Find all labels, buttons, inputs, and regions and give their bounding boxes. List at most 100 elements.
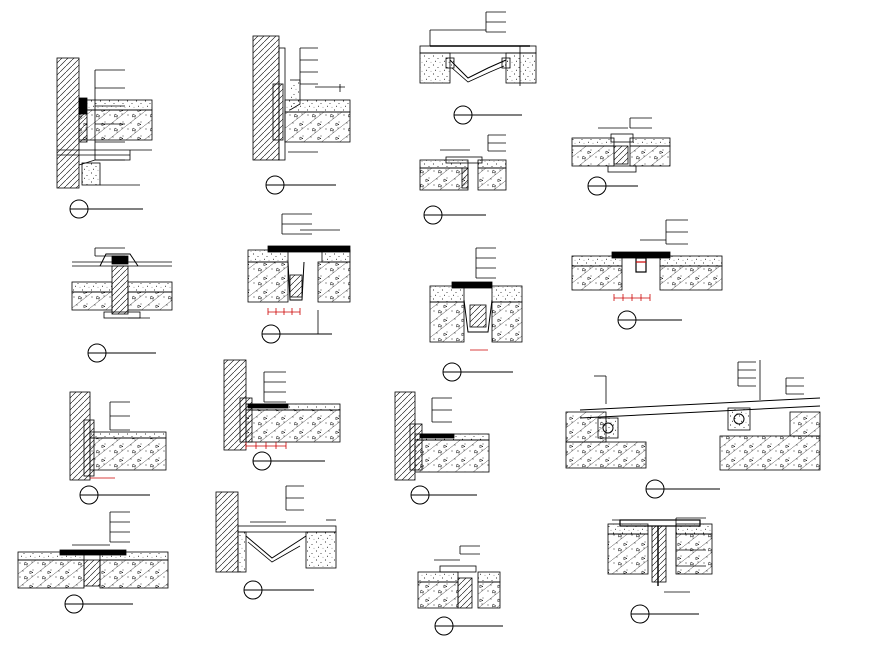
concrete-slab — [477, 581, 501, 609]
screed-layer — [127, 281, 173, 293]
seal-block — [111, 255, 129, 265]
joint-filler — [111, 265, 129, 315]
concrete-slab — [99, 559, 169, 589]
top-plate — [419, 45, 537, 54]
screed-layer — [571, 137, 615, 147]
wall-section — [215, 491, 239, 573]
screed-layer — [491, 285, 523, 303]
concrete-slab — [247, 261, 289, 303]
joint-filler — [289, 274, 303, 298]
joint-filler — [457, 577, 473, 609]
cover-plate — [59, 549, 127, 556]
anchor-block — [597, 417, 619, 439]
concrete-slab — [571, 145, 615, 167]
concrete-slab — [565, 441, 647, 469]
screed-layer — [237, 531, 247, 573]
sealant-profile — [289, 79, 301, 111]
joint-seal — [635, 257, 647, 273]
detail-4 — [419, 134, 507, 225]
cover-plate — [611, 251, 671, 259]
cover-plate — [439, 565, 477, 573]
detail-3 — [419, 11, 537, 125]
concrete-slab — [629, 145, 671, 167]
concrete-slab — [284, 111, 351, 143]
detail-15 — [215, 485, 337, 600]
v-gutter-inner — [451, 65, 505, 83]
concrete-slab — [71, 291, 113, 311]
top-plate — [237, 525, 337, 533]
v-gutter — [245, 535, 307, 559]
screed-layer — [71, 281, 113, 293]
concrete-slab — [317, 261, 351, 303]
base-plate — [103, 311, 141, 319]
concrete-slab — [17, 559, 85, 589]
concrete-slab — [477, 167, 507, 191]
anchor-bolt — [445, 57, 455, 69]
ramp-bottom — [579, 405, 821, 419]
joint-filler-black — [78, 97, 88, 115]
cover-strip — [247, 403, 289, 409]
concrete-slab — [491, 301, 523, 343]
concrete-slab — [419, 167, 469, 191]
v-gutter-inner — [247, 541, 301, 563]
detail-8 — [429, 247, 523, 382]
concrete-slab — [245, 409, 341, 443]
detail-13 — [565, 360, 821, 499]
anchor-block — [727, 407, 751, 431]
detail-17 — [607, 517, 713, 624]
detail-6 — [71, 247, 173, 363]
concrete-slab — [659, 265, 723, 291]
compressible-filler — [409, 423, 423, 471]
v-gutter — [449, 59, 507, 79]
concrete-slab — [719, 435, 821, 471]
joint-filler — [469, 304, 487, 328]
concrete-slab — [675, 533, 713, 575]
joint-filler — [613, 145, 629, 165]
roller — [733, 413, 745, 425]
joint-filler — [83, 559, 101, 587]
detail-7 — [247, 213, 351, 344]
joint-channel — [463, 299, 493, 333]
detail-16 — [417, 545, 503, 636]
concrete-slab — [414, 439, 490, 473]
wall-section — [56, 57, 80, 189]
upper-slab — [789, 411, 821, 437]
joint-channel — [287, 261, 305, 301]
concrete-slab — [89, 437, 167, 471]
concrete-slab — [417, 581, 459, 609]
concrete-slab — [607, 533, 649, 575]
backing-rod — [81, 162, 101, 186]
detail-11 — [223, 359, 341, 471]
detail-2 — [252, 35, 351, 195]
concrete-slab — [78, 109, 153, 141]
cover-strip — [419, 433, 455, 439]
screed-layer — [477, 571, 501, 583]
joint-filler — [461, 167, 469, 189]
compressible-filler — [83, 419, 95, 477]
compressible-filler — [239, 397, 253, 443]
screed-layer — [305, 531, 337, 569]
cover-plate — [610, 133, 634, 143]
screed-layer — [417, 571, 459, 583]
seal-cap — [99, 253, 139, 267]
detail-9 — [571, 219, 723, 330]
joint-filler — [651, 525, 667, 583]
top-membrane — [267, 245, 351, 253]
compressible-filler — [78, 113, 88, 143]
compressible-filler — [272, 83, 284, 141]
cover-plate — [445, 156, 483, 164]
base-plate — [607, 165, 637, 173]
roller — [602, 422, 614, 434]
ramp-top — [579, 397, 821, 411]
screed-layer — [89, 431, 167, 439]
concrete-slab — [571, 265, 623, 291]
anchor-bolt — [501, 57, 511, 69]
screed-layer — [505, 52, 537, 84]
top-membrane — [451, 281, 493, 289]
screed-layer — [78, 99, 153, 111]
screed-layer — [419, 159, 469, 169]
detail-1 — [56, 57, 153, 219]
detail-10 — [69, 391, 167, 505]
